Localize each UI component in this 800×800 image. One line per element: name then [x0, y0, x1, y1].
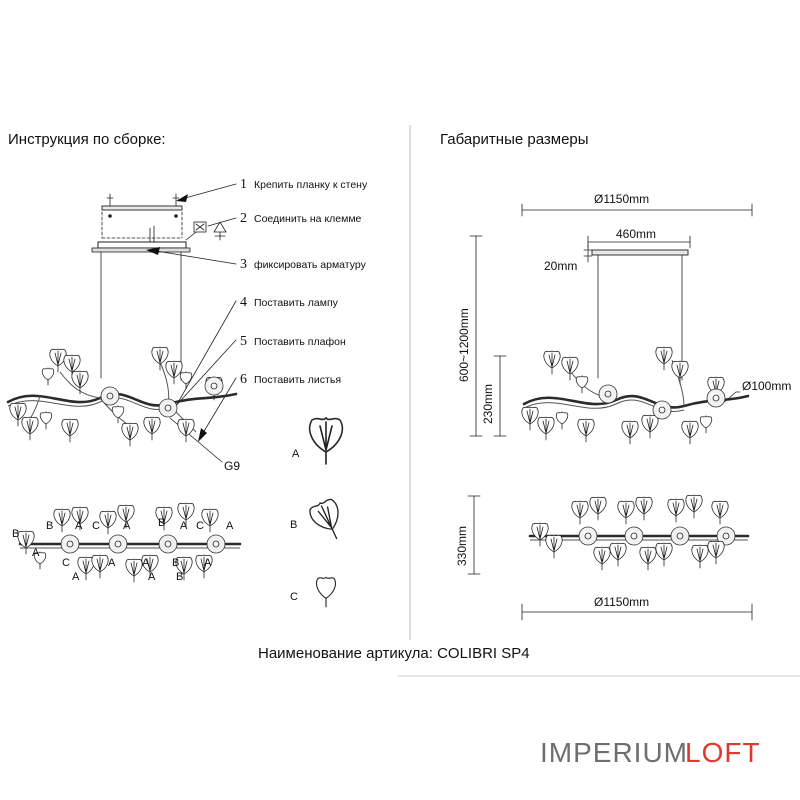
top-view-leaf-label: B: [158, 517, 165, 529]
top-view-leaf-label: A: [148, 571, 156, 583]
step-4-text: Поставить лампу: [254, 297, 339, 309]
logo-part-loft: LOFT: [685, 737, 761, 768]
assembly-steps: 1 Крепить планку к стену 2 Соединить на …: [146, 177, 368, 473]
top-view-leaf-label: C: [62, 557, 70, 569]
top-view-leaf-label: A: [180, 520, 188, 532]
dim-total-width-bottom: Ø1150mm: [594, 595, 649, 609]
top-view-leaf-label: A: [226, 520, 234, 532]
top-view-leaf-label: B: [172, 557, 179, 569]
left-top-view-lamp: [17, 502, 242, 583]
dimension-lines: [467, 203, 753, 621]
step-6-text: Поставить листья: [254, 374, 341, 386]
dim-canopy-height: 20mm: [544, 259, 577, 273]
top-view-leaf-label: A: [72, 571, 80, 583]
step-3-number: 3: [240, 257, 247, 272]
socket-label: G9: [224, 459, 240, 473]
step-6-number: 6: [240, 372, 247, 387]
left-front-view-lamp: [6, 346, 238, 447]
leaf-type-b-icon: [306, 496, 350, 546]
dim-total-width-top: Ø1150mm: [594, 192, 649, 206]
logo-part-imperium: IMPERIUM: [540, 737, 688, 768]
top-view-leaf-labels: B B A C A B A A C A A C A B A B A A: [12, 517, 234, 583]
top-view-leaf-label: A: [142, 557, 150, 569]
dim-shade-diameter: Ø100mm: [742, 379, 791, 393]
step-5-text: Поставить плафон: [254, 336, 346, 348]
top-view-leaf-label: B: [46, 520, 53, 532]
leaf-type-a-icon: [308, 417, 344, 465]
leaf-type-legend: A B C: [290, 417, 350, 608]
dim-overall-height: 600~1200mm: [457, 308, 471, 382]
top-view-leaf-label: B: [176, 571, 183, 583]
step-1-text: Крепить планку к стену: [254, 179, 368, 191]
article-name: Наименование артикула: COLIBRI SP4: [258, 645, 530, 662]
top-view-leaf-label: A: [204, 557, 212, 569]
step-4-number: 4: [240, 295, 247, 310]
top-view-leaf-label: A: [75, 520, 83, 532]
leaf-type-c-icon: [315, 576, 337, 608]
top-view-leaf-label: C: [92, 520, 100, 532]
imperiumloft-logo: IMPERIUM LOFT: [540, 737, 761, 768]
step-3-text: фиксировать арматуру: [254, 259, 367, 271]
top-view-leaf-label: C: [196, 520, 204, 532]
top-view-leaf-label: A: [32, 547, 40, 559]
dimensions-title: Габаритные размеры: [440, 131, 589, 148]
leaf-type-a-label: A: [292, 448, 300, 460]
right-top-view-lamp: [528, 494, 750, 571]
step-2-number: 2: [240, 211, 247, 226]
step-2-text: Соединить на клемме: [254, 213, 362, 225]
right-front-view-lamp: [521, 249, 750, 445]
step-1-number: 1: [240, 177, 247, 192]
step-5-number: 5: [240, 334, 247, 349]
dim-body-height: 230mm: [481, 384, 495, 424]
top-view-leaf-label: B: [12, 528, 19, 540]
canopy-exploded: [91, 193, 227, 381]
top-view-leaf-label: A: [123, 520, 131, 532]
leaf-type-c-label: C: [290, 591, 298, 603]
assembly-title: Инструкция по сборке:: [8, 131, 166, 148]
top-view-leaf-label: A: [108, 557, 116, 569]
leaf-type-b-label: B: [290, 519, 297, 531]
dim-depth: 330mm: [455, 526, 469, 566]
dim-canopy-width: 460mm: [616, 227, 656, 241]
